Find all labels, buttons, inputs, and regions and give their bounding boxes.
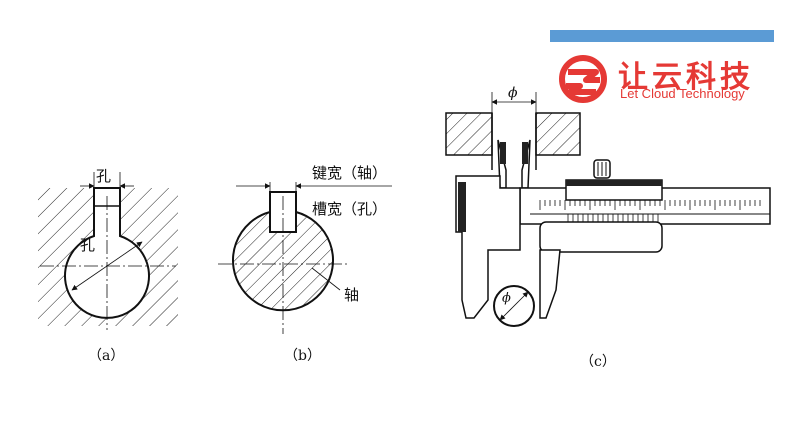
logo-accent-bar	[550, 30, 774, 42]
figure-c-phi-top-label: ϕ	[508, 85, 518, 101]
figure-b-caption: （b）	[284, 348, 321, 364]
figure-c-phi-bottom-label: ϕ	[502, 291, 511, 306]
figure-a-hole-diameter-label: 孔	[80, 236, 95, 254]
figure-a-hole-width-label: 孔	[96, 167, 111, 185]
figure-c-caliper	[445, 92, 771, 327]
logo-mark-icon	[559, 55, 607, 103]
company-logo: 让云科技 Let Cloud Technology	[556, 52, 796, 108]
figure-c-caption: （c）	[580, 354, 616, 370]
caliper-main-scale	[539, 200, 761, 210]
figure-b-slot-width-label: 槽宽（孔）	[312, 200, 387, 218]
figure-a-caption: （a）	[88, 348, 124, 364]
figure-a-hole-section	[38, 172, 178, 330]
logo-name-en: Let Cloud Technology	[620, 86, 745, 101]
figure-b-shaft-section	[218, 182, 392, 334]
caliper-vernier-scale	[567, 214, 659, 222]
logo-name-cn: 让云科技	[618, 60, 754, 95]
figure-b-key-width-label: 键宽（轴）	[312, 164, 387, 182]
figure-b-shaft-label: 轴	[344, 286, 359, 304]
